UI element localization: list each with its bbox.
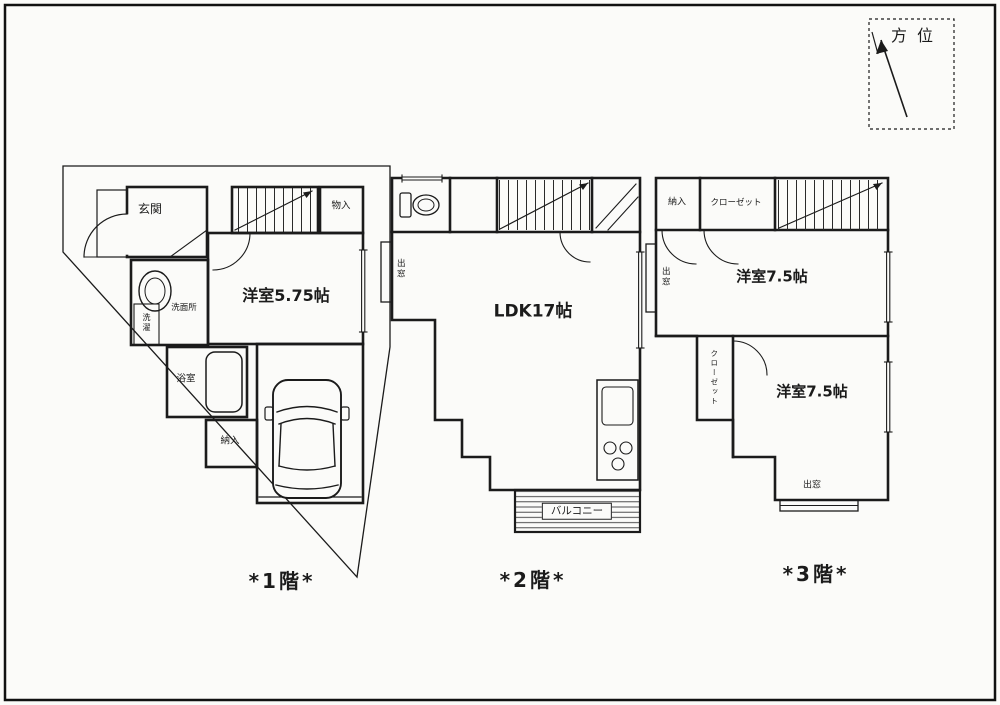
compass <box>868 18 955 130</box>
door-arc <box>559 231 591 263</box>
window-icon <box>635 251 645 349</box>
room-label-demado-left-3f: 出窓 <box>660 266 671 288</box>
window-icon <box>401 174 443 183</box>
floor1-name-label: *1階* <box>248 569 316 593</box>
kitchen-counter-icon <box>596 379 639 481</box>
room-yokushitsu <box>165 345 249 419</box>
window-icon <box>883 361 893 433</box>
room-label-yokushitsu: 浴室 <box>176 373 196 385</box>
room-label-genkan: 玄関 <box>137 202 163 216</box>
room-label-demado-bottom-3f: 出窓 <box>802 480 822 491</box>
room-senmenjo <box>129 258 210 347</box>
door-arc <box>212 232 251 271</box>
floor1-plan <box>62 165 391 579</box>
room-label-monoire-1f: 物入 <box>331 200 351 212</box>
toilet-icon <box>399 192 440 218</box>
floor2-name-label: *2階* <box>499 568 567 592</box>
sink-icon <box>138 270 172 312</box>
floor3-name-label: *3階* <box>782 562 850 586</box>
scan-border <box>3 3 997 702</box>
room-label-closet-mid-3f: クローゼット <box>709 349 719 407</box>
room-label-senmenjo: 洗面所 <box>171 302 197 313</box>
bathtub-icon <box>205 351 243 413</box>
compass-frame <box>868 18 955 130</box>
floor2-outline <box>390 176 642 492</box>
floor2-plan <box>380 174 645 534</box>
north-arrow-icon <box>871 31 908 118</box>
window-icon <box>358 249 368 333</box>
garage <box>255 342 365 505</box>
room-label-ldk: LDK17帖 <box>493 301 573 322</box>
room-label-oshiire-3f: 納入 <box>667 197 687 208</box>
room-label-youshitsu-upper-3f: 洋室7.5帖 <box>736 267 808 286</box>
property-boundary <box>62 165 391 579</box>
room-label-closet-top-3f: クローゼット <box>710 197 762 208</box>
room-label-oshiire-1f: 納入 <box>220 435 240 447</box>
door-arc <box>661 229 697 265</box>
room-label-youshitsu-1f: 洋室5.75帖 <box>242 286 330 305</box>
bay-window-icon <box>380 241 393 303</box>
room-label-sentaku: 洗濯 <box>142 313 151 333</box>
door-arc <box>703 229 739 265</box>
bay-window-icon <box>645 243 657 313</box>
washer-box <box>133 303 160 346</box>
window-icon <box>883 251 893 323</box>
room-label-youshitsu-lower-3f: 洋室7.5帖 <box>776 382 848 401</box>
room-label-balcony: バルコニー <box>541 502 613 520</box>
entrance-door-arc <box>83 213 128 258</box>
floor3-plan <box>645 176 893 512</box>
car-icon <box>264 379 350 499</box>
porch <box>96 189 128 258</box>
room-label-demado-2f: 出窓 <box>395 258 406 280</box>
compass-label: 方位 <box>890 26 944 45</box>
door-arc <box>732 340 768 376</box>
room-genkan <box>125 185 209 259</box>
